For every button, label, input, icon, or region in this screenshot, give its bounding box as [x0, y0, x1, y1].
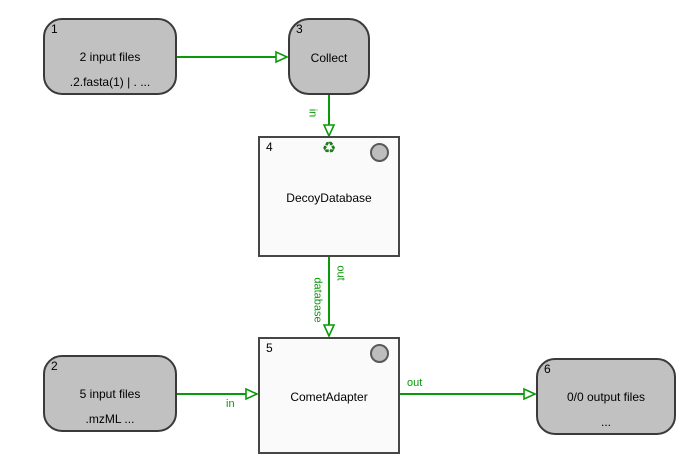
- node-number: 6: [544, 362, 551, 376]
- node-collect-3[interactable]: 3 Collect: [288, 18, 370, 95]
- status-circle-icon: [370, 344, 389, 363]
- arrowhead-icon: [523, 387, 537, 401]
- edge-3-4-target-port-label: in: [306, 108, 319, 118]
- node-number: 4: [266, 140, 273, 154]
- node-input-files-2[interactable]: 2 5 input files .mzML ...: [43, 355, 177, 432]
- recycle-icon: ♻: [321, 140, 337, 157]
- edge-2-5-target-port-label: in: [226, 398, 235, 410]
- node-number: 5: [266, 341, 273, 355]
- node-sublabel: .2.fasta(1) | . ...: [69, 75, 151, 89]
- arrowhead-icon: [322, 124, 336, 138]
- edge-4-to-5[interactable]: [322, 257, 336, 338]
- node-sublabel: .mzML ...: [85, 412, 135, 426]
- node-tool-cometadapter-5[interactable]: 5 CometAdapter: [258, 337, 400, 454]
- node-label: 2 input files: [79, 50, 141, 64]
- edge-5-to-6[interactable]: [399, 387, 537, 401]
- arrowhead-icon: [275, 50, 289, 64]
- edge-4-5-source-port-label: out: [334, 265, 347, 281]
- edge-2-to-5[interactable]: [177, 387, 259, 401]
- node-number: 2: [51, 359, 58, 373]
- arrowhead-icon: [245, 387, 259, 401]
- node-output-files-6[interactable]: 6 0/0 output files ...: [536, 358, 676, 435]
- status-circle-icon: [370, 143, 389, 162]
- node-number: 3: [296, 22, 303, 36]
- node-input-files-1[interactable]: 1 2 input files .2.fasta(1) | . ...: [43, 18, 177, 95]
- node-label: DecoyDatabase: [286, 191, 372, 205]
- edge-5-6-source-port-label: out: [407, 377, 423, 389]
- node-number: 1: [51, 22, 58, 36]
- edge-1-to-3[interactable]: [177, 50, 289, 64]
- node-label: 5 input files: [79, 387, 141, 401]
- node-tool-decoydatabase-4[interactable]: 4 ♻ DecoyDatabase: [258, 136, 400, 257]
- node-label: Collect: [310, 51, 348, 65]
- node-label: 0/0 output files: [566, 390, 646, 404]
- node-label: CometAdapter: [290, 390, 368, 404]
- arrowhead-icon: [322, 324, 336, 338]
- node-sublabel: ...: [600, 415, 611, 429]
- edge-4-5-target-port-label: database: [311, 277, 324, 323]
- edge-3-to-4[interactable]: [322, 94, 336, 138]
